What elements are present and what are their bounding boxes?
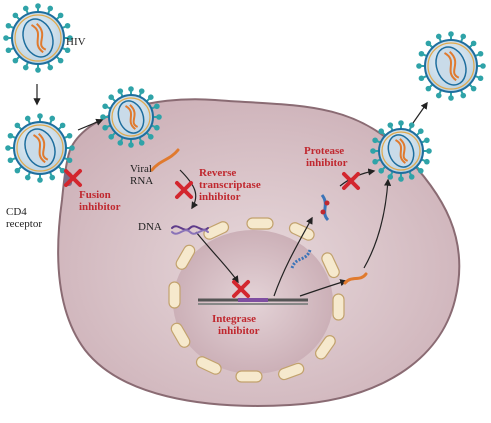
virus-icon-free — [3, 3, 73, 73]
arrow-binding-to-fusion — [77, 118, 104, 131]
red-x-icon-protease — [342, 172, 360, 190]
virus-icon-binding — [5, 113, 75, 183]
integrated-dna — [198, 298, 308, 305]
arrow-dna-to-nucleus — [195, 231, 239, 284]
dna-helix — [171, 225, 209, 235]
cd4-label-line2: receptor — [6, 218, 42, 230]
virus-icon-released — [416, 31, 486, 101]
virus-group — [3, 3, 486, 183]
protease-inhibitor-line2: inhibitor — [306, 157, 348, 169]
integrase-inhibitor-line2: inhibitor — [218, 325, 260, 337]
arrow-integrated-to-rna — [299, 279, 348, 297]
viral-rna-strand — [150, 148, 180, 172]
virus-icon-budding — [370, 120, 432, 182]
rt-inhibitor-line1: Reverse — [199, 167, 236, 179]
dna-label: DNA — [138, 221, 162, 233]
integrase-inhibitor-line1: Integrase — [212, 313, 256, 325]
flow-arrows — [33, 84, 428, 297]
new-viral-rna — [343, 272, 368, 285]
viral-rna-label-line1: Viral — [130, 163, 152, 175]
red-x-icon-integrase — [232, 280, 250, 298]
arrow-integrated-to-protein — [273, 216, 313, 297]
red-x-icon-reverse-transcriptase — [175, 181, 193, 199]
fusion-inhibitor-line1: Fusion — [79, 189, 111, 201]
cd4-label-line1: CD4 — [6, 206, 27, 218]
rt-inhibitor-line3: inhibitor — [199, 191, 241, 203]
protease-inhibitor-line1: Protease — [304, 145, 344, 157]
nucleus — [168, 217, 345, 383]
arrow-rna-to-assembly — [363, 178, 392, 269]
hiv-label: HIV — [66, 36, 86, 48]
cleaved-protein — [320, 194, 330, 222]
inhibitor-marks — [64, 169, 360, 298]
rt-inhibitor-line2: transcriptase — [199, 179, 261, 191]
red-x-icon-fusion — [64, 169, 82, 187]
arrow-rna-to-dna — [179, 169, 199, 210]
virus-icon-fusing — [100, 86, 162, 148]
fusion-inhibitor-line2: inhibitor — [79, 201, 121, 213]
arrow-assembly-to-release — [412, 101, 428, 124]
viral-rna-label-line2: RNA — [130, 175, 153, 187]
